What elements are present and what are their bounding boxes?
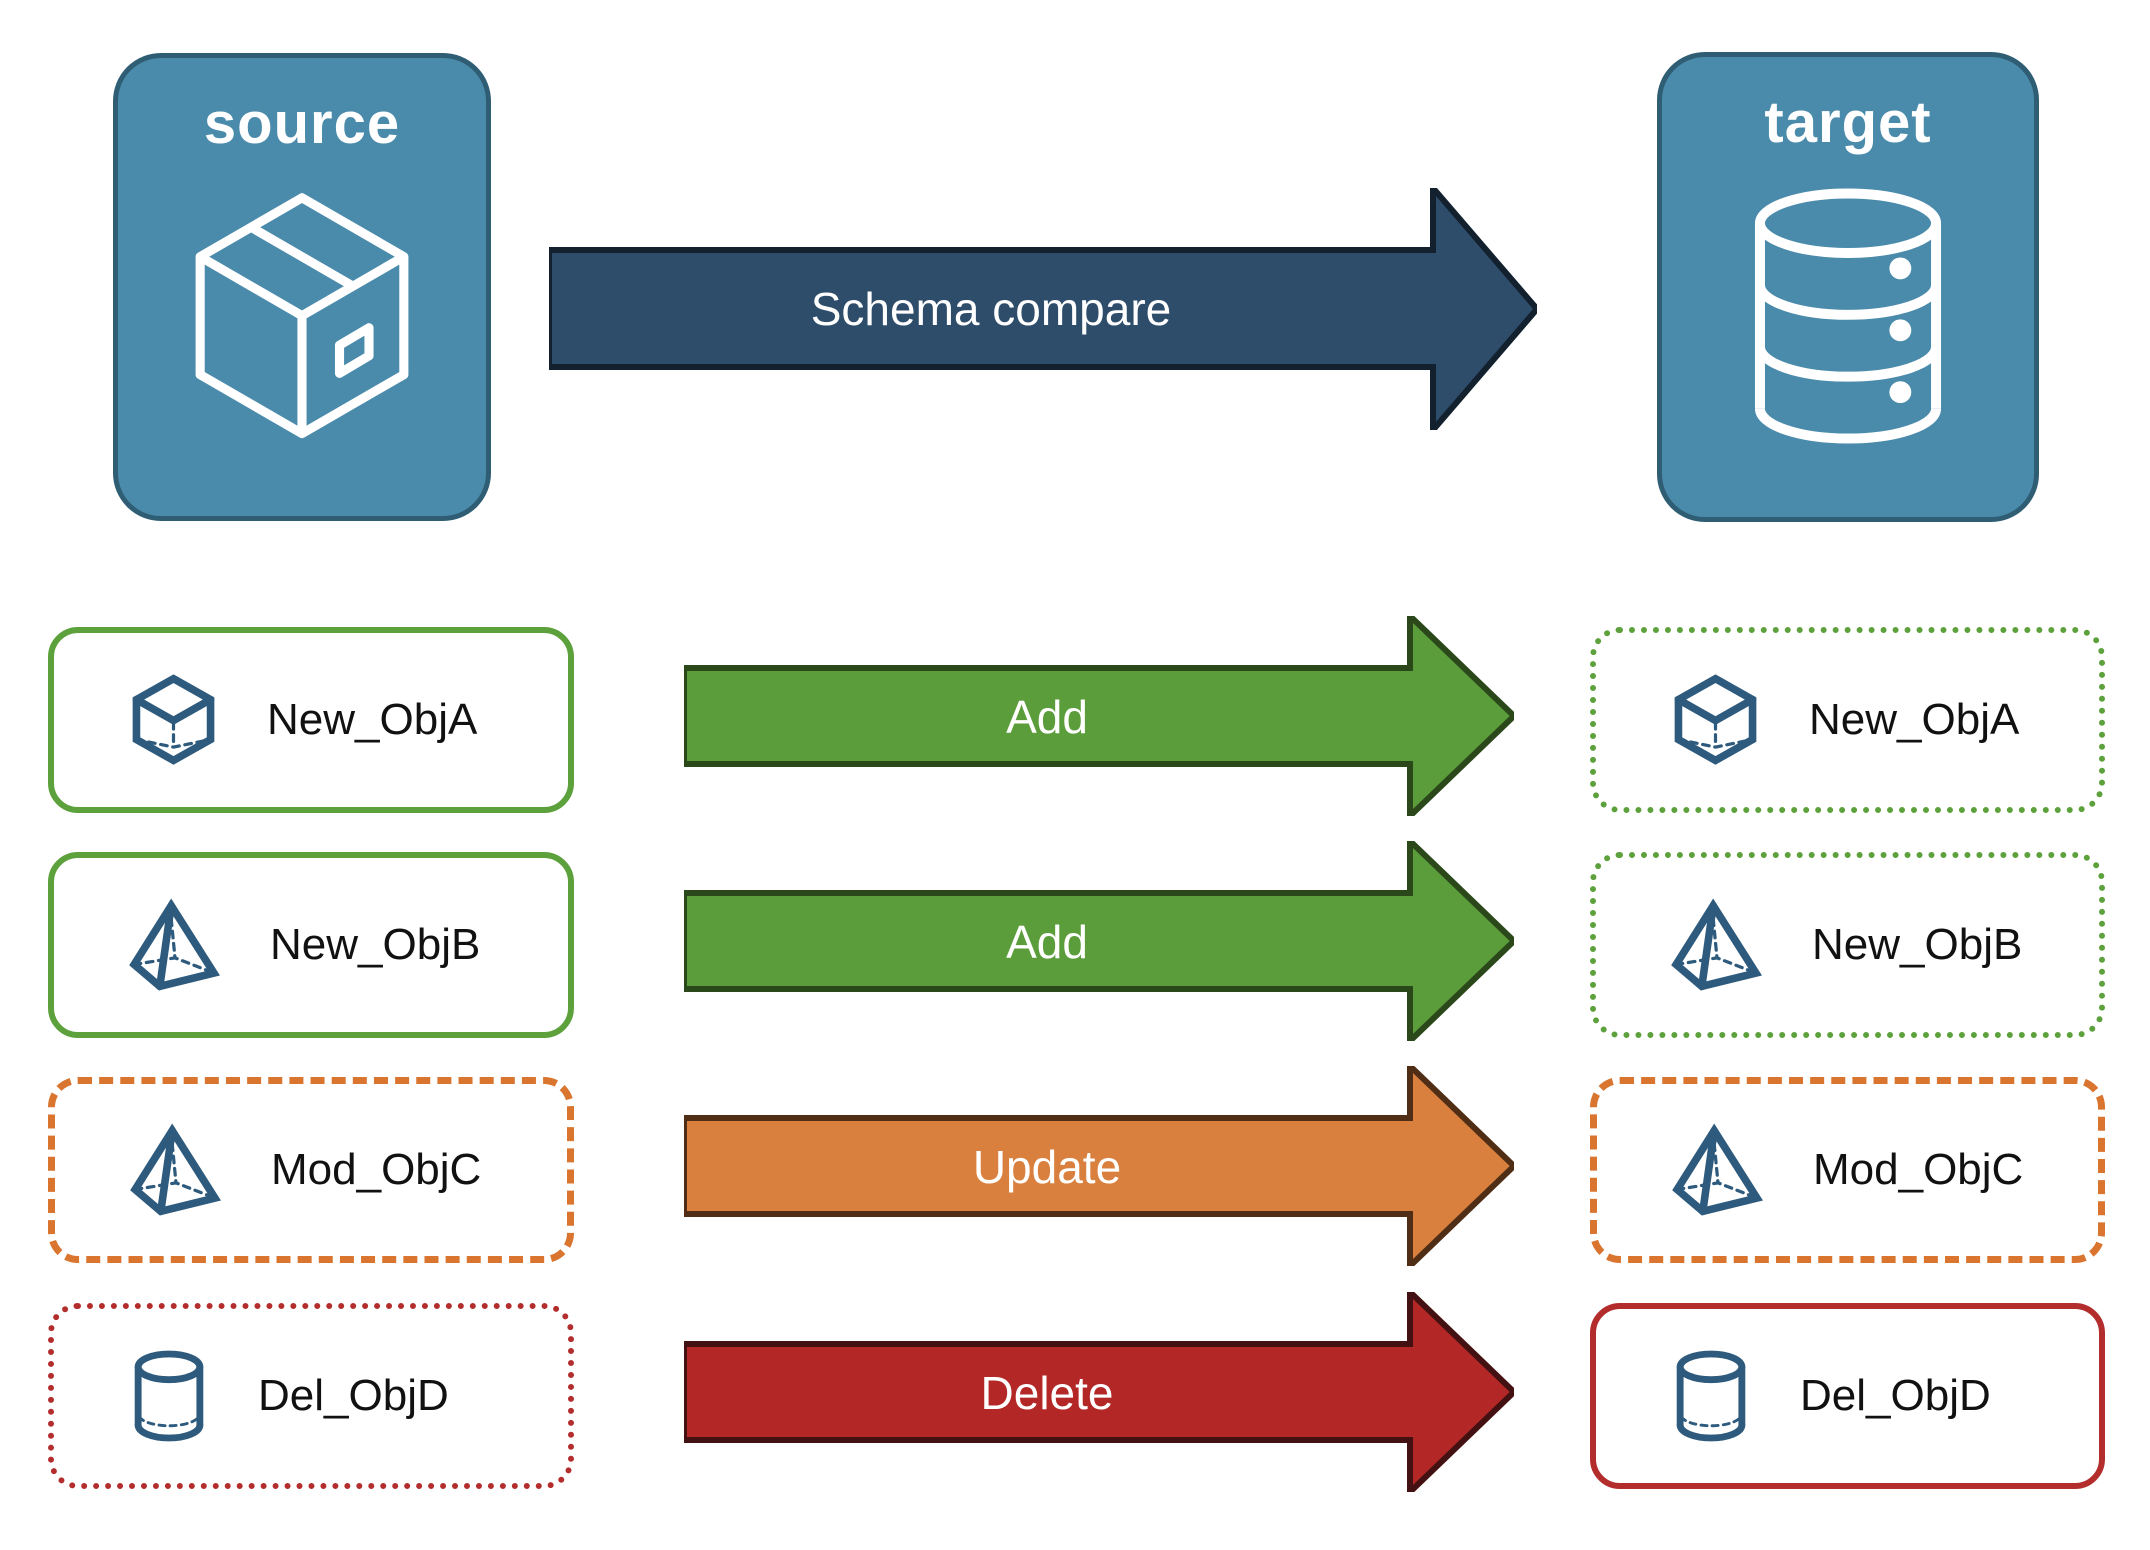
cube-icon <box>126 673 221 768</box>
add-arrow-shape <box>684 841 1514 1041</box>
delete-arrow: Delete <box>684 1292 1514 1492</box>
cylinder-icon <box>1668 1348 1754 1444</box>
object-label: New_ObjA <box>1809 695 2020 744</box>
object-label: New_ObjA <box>267 695 478 744</box>
object-label: Del_ObjD <box>1800 1371 1991 1420</box>
cylinder-icon <box>126 1348 212 1444</box>
pyramid-icon <box>126 898 224 993</box>
add-arrow: Add <box>684 841 1514 1041</box>
target-card-mod-objc: Mod_ObjC <box>1590 1077 2105 1263</box>
source-card-mod-objc: Mod_ObjC <box>48 1077 574 1263</box>
source-card-new-objb: New_ObjB <box>48 852 574 1038</box>
delete-arrow-label: Delete <box>981 1367 1114 1419</box>
target-card-new-objb: New_ObjB <box>1590 852 2105 1038</box>
object-label: New_ObjB <box>1812 920 2023 969</box>
schema-compare-arrow-label: Schema compare <box>811 283 1172 335</box>
pyramid-icon <box>1668 898 1766 993</box>
source-card-new-obja: New_ObjA <box>48 627 574 813</box>
source-node: source <box>113 53 491 521</box>
target-card-del-objd: Del_ObjD <box>1590 1303 2105 1489</box>
pyramid-icon <box>1669 1123 1767 1218</box>
schema-compare-arrow-shape <box>549 188 1537 430</box>
target-node-label: target <box>1764 90 1932 155</box>
target-card-new-obja: New_ObjA <box>1590 627 2105 813</box>
delete-arrow-shape <box>684 1292 1514 1492</box>
pyramid-icon <box>127 1123 225 1218</box>
object-label: New_ObjB <box>270 920 481 969</box>
object-label: Mod_ObjC <box>271 1145 482 1194</box>
update-arrow: Update <box>684 1066 1514 1266</box>
add-arrow-label: Add <box>1006 691 1088 743</box>
add-arrow: Add <box>684 616 1514 816</box>
target-node: target <box>1657 52 2039 522</box>
object-label: Mod_ObjC <box>1813 1145 2024 1194</box>
database-icon <box>1729 178 1967 454</box>
source-node-label: source <box>203 91 401 156</box>
object-label: Del_ObjD <box>258 1371 449 1420</box>
add-arrow-shape <box>684 616 1514 816</box>
source-card-del-objd: Del_ObjD <box>48 1303 574 1489</box>
add-arrow-label: Add <box>1006 916 1088 968</box>
package-icon <box>168 179 436 447</box>
update-arrow-label: Update <box>973 1141 1121 1193</box>
update-arrow-shape <box>684 1066 1514 1266</box>
cube-icon <box>1668 673 1763 768</box>
schema-compare-arrow: Schema compare <box>549 188 1537 430</box>
